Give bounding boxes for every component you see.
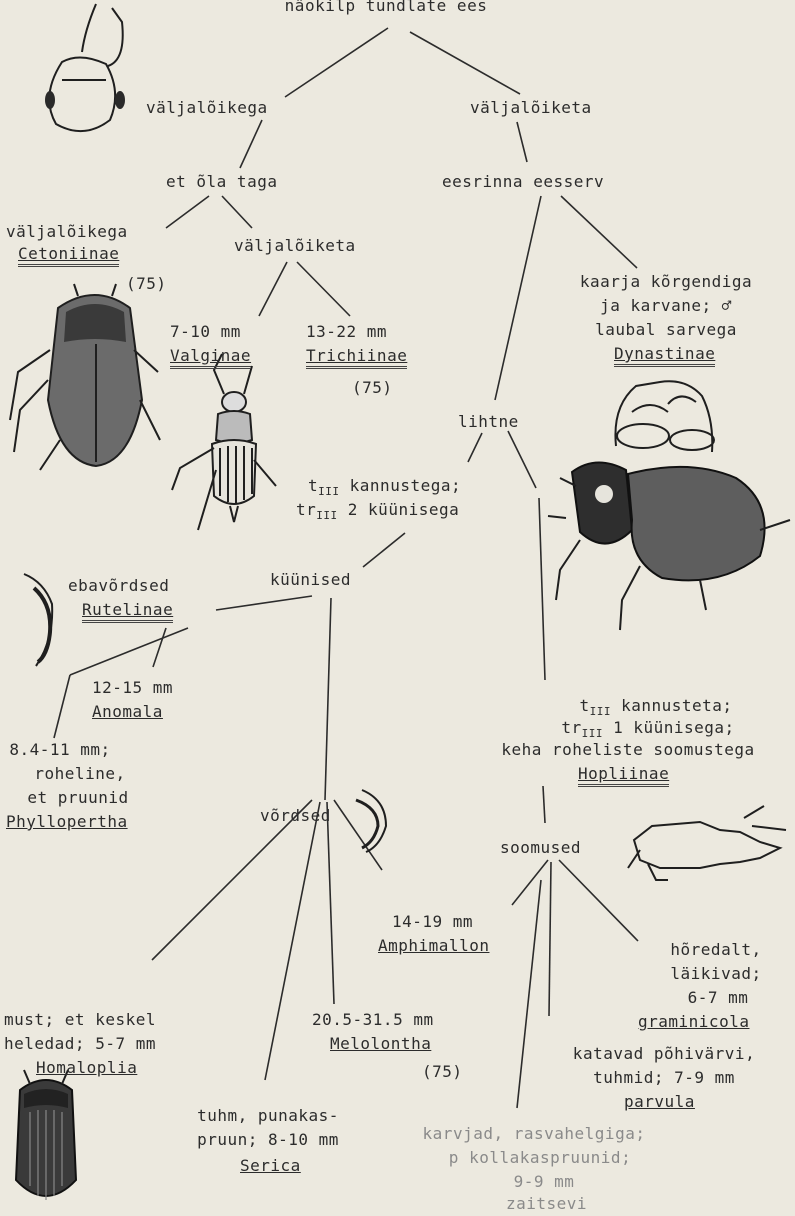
node-equal: võrdsed [260,806,331,826]
taxon-anomala: Anomala [92,702,163,722]
taxon-hopliinae: Hopliinae [578,764,669,787]
parvula-desc-1: katavad põhivärvi, [573,1044,755,1064]
taxon-graminicola: graminicola [638,1012,749,1032]
graminicola-desc-1: hõredalt, [670,940,761,960]
phyllopertha-desc-1: 8.4-11 mm; [9,740,110,760]
spurs-b-text: kannusteta; [621,696,732,715]
size-anomala: 12-15 mm [92,678,173,698]
dynastinae-desc-2: ja karvane; ♂ [600,296,732,316]
subscript-t: t [308,476,318,495]
claws-b-text: 1 küünisega; [613,718,735,737]
subscript-t: t [579,696,589,715]
dynastinae-desc-3: laubal sarvega [595,320,737,340]
spurs-a-text: kannustega; [350,476,461,495]
claws-a-text: 2 küünisega [348,500,459,519]
node-behind-entire: väljalõiketa [234,236,356,256]
node-claws: küünised [270,570,351,590]
taxon-serica: Serica [240,1156,301,1176]
subscript-iii: III [316,509,337,522]
homaloplia-desc-2: heledad; 5-7 mm [4,1034,156,1054]
taxon-dynastinae: Dynastinae [614,344,715,367]
subscript-tr: tr [296,500,316,519]
subscript-tr: tr [561,718,581,737]
phyllopertha-desc-2: roheline, [34,764,125,784]
node-clypeus-entire: väljalõiketa [470,98,592,118]
zaitsevi-desc-3: 9-9 mm [514,1172,575,1192]
root-label: näokilp tundlate ees [285,0,488,16]
parvula-desc-2: tuhmid; 7-9 mm [593,1068,735,1088]
taxon-homaloplia: Homaloplia [36,1058,137,1078]
subscript-iii: III [590,705,611,718]
node-body-scales: keha roheliste soomustega [501,740,754,760]
node-claws-a: trIII 2 küünisega [296,500,459,522]
size-valginae: 7-10 mm [170,322,241,342]
size-melolontha: 20.5-31.5 mm [312,1010,434,1030]
dynastinae-desc-1: kaarja kõrgendiga [580,272,752,292]
taxon-melolontha: Melolontha [330,1034,431,1054]
node-clypeus-notched: väljalõikega [146,98,268,118]
node-front-margin: eesrinna eesserv [442,172,604,192]
taxon-phyllopertha: Phyllopertha [6,812,128,832]
serica-desc-2: pruun; 8-10 mm [197,1130,339,1150]
taxon-valginae: Valginae [170,346,251,369]
phyllopertha-desc-3: et pruunid [27,788,128,808]
zaitsevi-desc-2: p kollakaspruunid; [449,1148,631,1168]
node-simple: lihtne [458,412,519,432]
taxon-rutelinae: Rutelinae [82,600,173,623]
node-behind-notched: väljalõikega [6,222,128,242]
node-spurs-b: tIII kannusteta; [579,696,732,718]
ref-trichiinae: (75) [352,378,393,398]
ref-melolontha: (75) [422,1062,463,1082]
node-spurs-a: tIII kannustega; [308,476,461,498]
serica-desc-1: tuhm, punakas- [197,1106,339,1126]
graminicola-desc-2: läikivad; [670,964,761,984]
node-claws-b: trIII 1 küünisega; [561,718,734,740]
taxon-parvula: parvula [624,1092,695,1112]
taxon-trichiinae: Trichiinae [306,346,407,369]
node-scales: soomused [500,838,581,858]
taxon-amphimallon: Amphimallon [378,936,489,956]
homaloplia-desc-1: must; et keskel [4,1010,156,1030]
node-behind-shoulder: et õla taga [166,172,277,192]
taxon-zaitsevi: zaitsevi [506,1194,587,1214]
graminicola-desc-3: 6-7 mm [688,988,749,1008]
node-unequal: ebavõrdsed [68,576,169,596]
size-trichiinae: 13-22 mm [306,322,387,342]
ref-cetoniinae: (75) [126,274,167,294]
zaitsevi-desc-1: karvjad, rasvahelgiga; [423,1124,646,1144]
size-amphimallon: 14-19 mm [392,912,473,932]
subscript-iii: III [318,485,339,498]
taxon-cetoniinae: Cetoniinae [18,244,119,267]
subscript-iii: III [582,727,603,740]
